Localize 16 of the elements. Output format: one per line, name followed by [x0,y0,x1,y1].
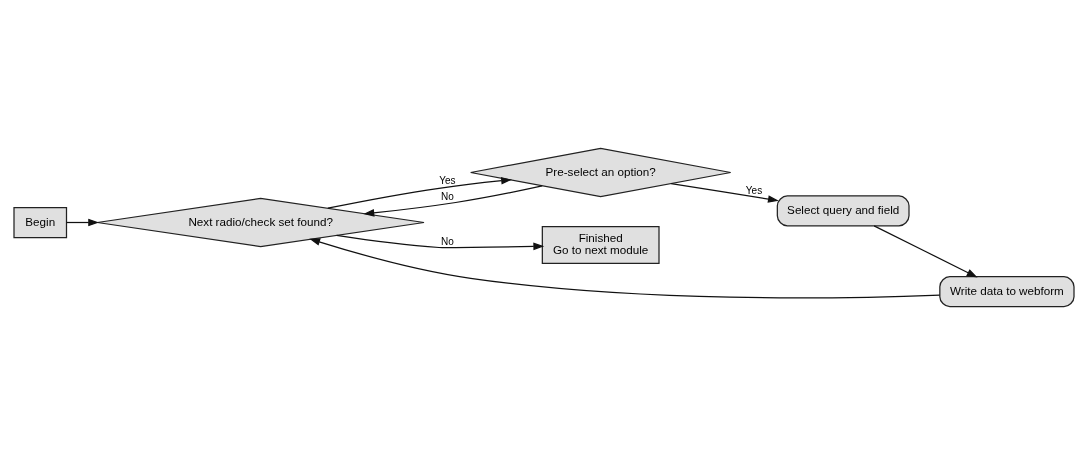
node-box: Select query and field [776,195,910,227]
arrow [336,234,545,251]
edge-label: Yes [745,184,763,196]
arrow [670,182,779,203]
arrow [309,238,941,299]
arrow [327,176,512,209]
edge-label: No [440,190,454,202]
arrow [873,225,978,278]
node-diamond: Pre-select an option? [470,147,732,198]
edge-label: No [440,235,454,247]
node-box: Write data to webform [939,276,1075,308]
node-box: Finished Go to next module [541,226,660,264]
edge-label: Yes [439,174,456,186]
node-box: Begin [13,206,68,239]
arrow [363,185,543,217]
arrow [66,218,100,227]
